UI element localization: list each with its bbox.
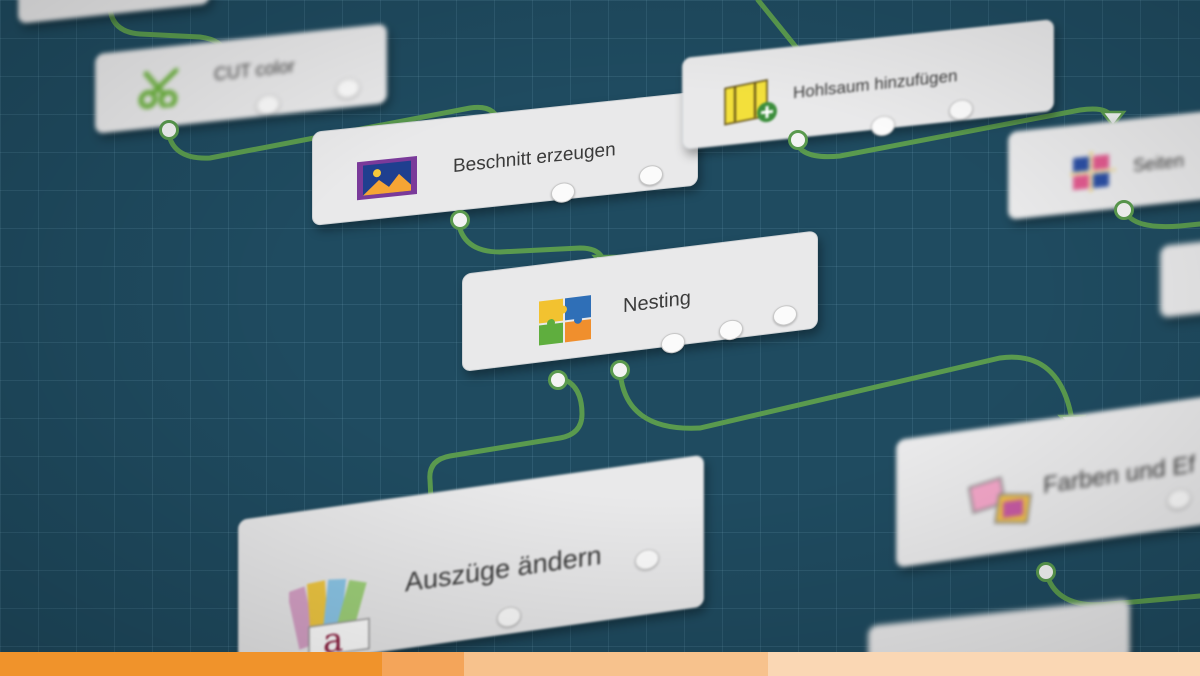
puzzle-icon <box>537 293 593 353</box>
footer-segment <box>382 652 464 676</box>
color-swatch-icon: a <box>286 565 393 652</box>
svg-text:a: a <box>323 619 343 652</box>
output-port[interactable] <box>256 93 280 117</box>
output-port[interactable] <box>336 77 360 100</box>
node-nesting[interactable]: Nesting <box>462 230 818 372</box>
footer-segment <box>768 652 1200 676</box>
footer-segment <box>0 652 382 676</box>
output-port[interactable] <box>639 164 663 187</box>
input-port[interactable] <box>610 360 630 380</box>
output-port[interactable] <box>1167 487 1191 511</box>
node-label: Nesting <box>623 286 691 318</box>
output-port[interactable] <box>949 98 973 121</box>
node-label: Seiten <box>1133 150 1185 176</box>
input-port[interactable] <box>548 370 568 390</box>
scissors-icon <box>138 66 182 116</box>
node-hohlsaum-hinzufuegen[interactable]: Hohlsaum hinzufügen <box>682 18 1054 150</box>
input-arrow <box>1099 110 1127 129</box>
input-port[interactable] <box>450 210 470 230</box>
node-label: Auszüge ändern <box>405 539 602 598</box>
node-label: CUT color <box>214 56 295 85</box>
node-auszuege-aendern[interactable]: a Auszüge ändern <box>238 454 704 652</box>
workflow-node-partial[interactable] <box>1160 236 1200 318</box>
node-cut-color[interactable]: CUT color <box>95 23 387 134</box>
node-beschnitt-erzeugen[interactable]: Beschnitt erzeugen <box>312 91 698 226</box>
tile-grid-icon <box>1071 150 1115 200</box>
input-port[interactable] <box>788 130 808 150</box>
footer-segment <box>464 652 768 676</box>
output-port[interactable] <box>773 303 797 327</box>
node-farben-und-effekte[interactable]: Farben und Ef <box>896 393 1200 568</box>
footer-color-bar <box>0 652 1200 676</box>
workflow-canvas[interactable]: CUT color Beschnitt erzeugen <box>0 0 1200 652</box>
output-port[interactable] <box>635 547 659 572</box>
image-bleed-icon <box>355 152 419 208</box>
output-port[interactable] <box>497 605 521 629</box>
color-effects-icon <box>967 469 1037 540</box>
node-label: Hohlsaum hinzufügen <box>793 66 958 103</box>
node-seiten[interactable]: Seiten <box>1008 106 1200 220</box>
input-port[interactable] <box>159 120 179 140</box>
input-port[interactable] <box>1036 562 1056 582</box>
hem-add-icon <box>721 77 781 134</box>
node-label: Beschnitt erzeugen <box>453 139 616 178</box>
input-port[interactable] <box>1114 200 1134 220</box>
